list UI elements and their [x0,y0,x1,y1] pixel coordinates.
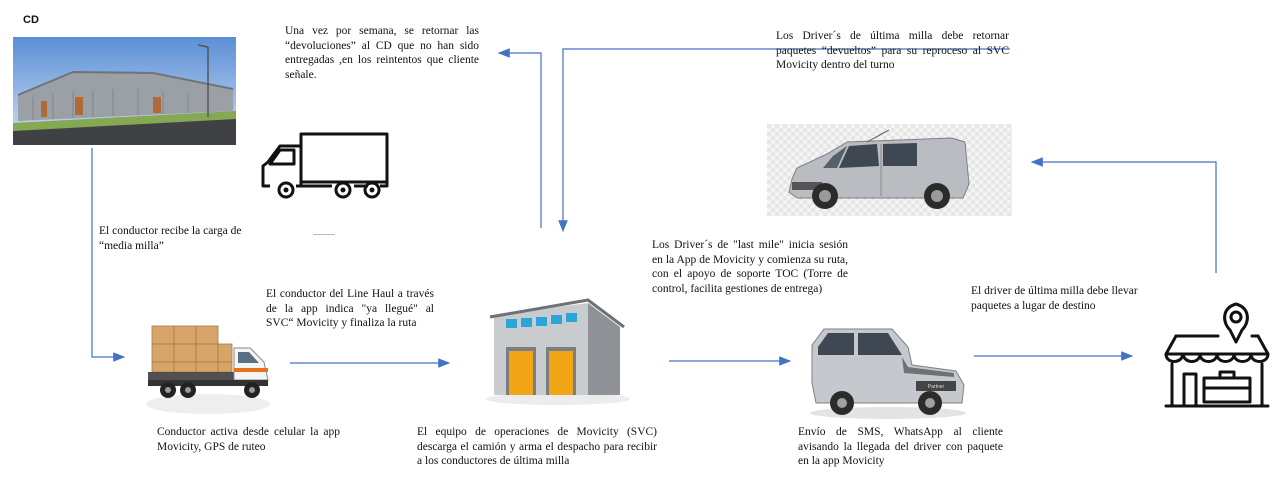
label-last-mile-return: Los Driver´s de última milla debe retorn… [776,29,1009,73]
warehouse-svc-icon [476,297,636,407]
label-sms-notice: Envío de SMS, WhatsApp al cliente avisan… [798,425,1003,469]
arrow-store-to-van [1032,162,1216,273]
label-line-haul: El conductor del Line Haul a través de l… [266,287,434,331]
van-photo-top [767,124,1012,216]
label-driver-receives: El conductor recibe la carga de “media m… [99,224,249,253]
svg-text:Partner: Partner [928,384,945,390]
cargo-truck-photo [142,318,274,418]
cd-label: CD [23,14,39,26]
label-svc-unloads: El equipo de operaciones de Movicity (SV… [417,425,657,469]
divider-line [313,234,335,235]
label-returns-weekly: Una vez por semana, se retornar las “dev… [285,24,479,82]
label-deliver-destination: El driver de última milla debe llevar pa… [971,284,1151,313]
label-last-mile-login: Los Driver´s de "last mile" inicia sesió… [652,238,848,296]
van-photo-bottom: Partner [804,325,972,421]
arrow-svc-to-cd [499,53,541,228]
store-destination-icon [1162,300,1272,412]
truck-icon [256,130,396,202]
label-driver-activates: Conductor activa desde celular la app Mo… [157,425,340,454]
distribution-center-photo [13,37,236,145]
